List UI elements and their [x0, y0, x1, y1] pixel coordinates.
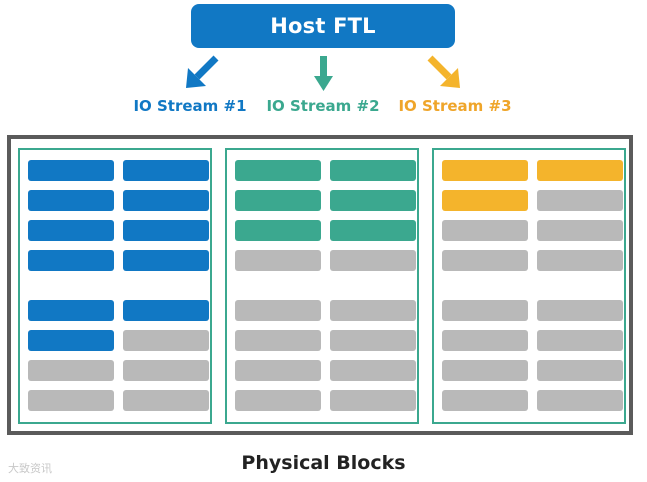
block-group-2 — [225, 148, 419, 424]
block-gray — [330, 330, 416, 351]
arrow-down-left-icon — [186, 55, 219, 88]
physical-blocks-frame — [7, 135, 633, 435]
block-gray — [442, 390, 528, 411]
block-gray — [330, 250, 416, 271]
block-blue — [123, 250, 209, 271]
block-blue — [28, 190, 114, 211]
arrow-down-icon — [314, 56, 333, 91]
block-green — [235, 190, 321, 211]
block-gray — [537, 330, 623, 351]
block-green — [235, 160, 321, 181]
block-blue — [123, 220, 209, 241]
block-gray — [235, 300, 321, 321]
block-gray — [235, 360, 321, 381]
block-amber — [442, 190, 528, 211]
block-green — [235, 220, 321, 241]
block-blue — [28, 250, 114, 271]
block-blue — [28, 330, 114, 351]
stream-label-3: IO Stream #3 — [398, 97, 512, 115]
stream-arrows — [186, 55, 460, 91]
block-blue — [123, 190, 209, 211]
block-gray — [235, 330, 321, 351]
block-gray — [442, 330, 528, 351]
block-gray — [235, 390, 321, 411]
block-group-3 — [432, 148, 626, 424]
block-gray — [330, 390, 416, 411]
block-blue — [28, 300, 114, 321]
block-blue — [123, 300, 209, 321]
block-gray — [442, 360, 528, 381]
block-blue — [123, 160, 209, 181]
block-blue — [28, 220, 114, 241]
block-gray — [537, 250, 623, 271]
block-green — [330, 220, 416, 241]
arrow-down-right-icon — [427, 55, 460, 88]
block-gray — [235, 250, 321, 271]
block-gray — [330, 360, 416, 381]
physical-blocks-title: Physical Blocks — [241, 452, 406, 474]
block-gray — [442, 250, 528, 271]
watermark: 大致资讯 — [8, 462, 52, 475]
block-gray — [442, 300, 528, 321]
block-gray — [537, 220, 623, 241]
block-gray — [537, 300, 623, 321]
block-gray — [537, 390, 623, 411]
block-gray — [28, 360, 114, 381]
stream-label-2: IO Stream #2 — [266, 97, 380, 115]
block-amber — [442, 160, 528, 181]
block-gray — [442, 220, 528, 241]
block-green — [330, 160, 416, 181]
block-gray — [537, 360, 623, 381]
block-gray — [123, 330, 209, 351]
stream-label-1: IO Stream #1 — [133, 97, 247, 115]
host-ftl-box: Host FTL — [191, 4, 455, 48]
block-green — [330, 190, 416, 211]
block-blue — [28, 160, 114, 181]
block-gray — [123, 390, 209, 411]
block-gray — [537, 190, 623, 211]
block-gray — [28, 390, 114, 411]
block-group-1 — [18, 148, 212, 424]
host-ftl-label: Host FTL — [270, 14, 376, 38]
block-amber — [537, 160, 623, 181]
block-gray — [123, 360, 209, 381]
block-gray — [330, 300, 416, 321]
